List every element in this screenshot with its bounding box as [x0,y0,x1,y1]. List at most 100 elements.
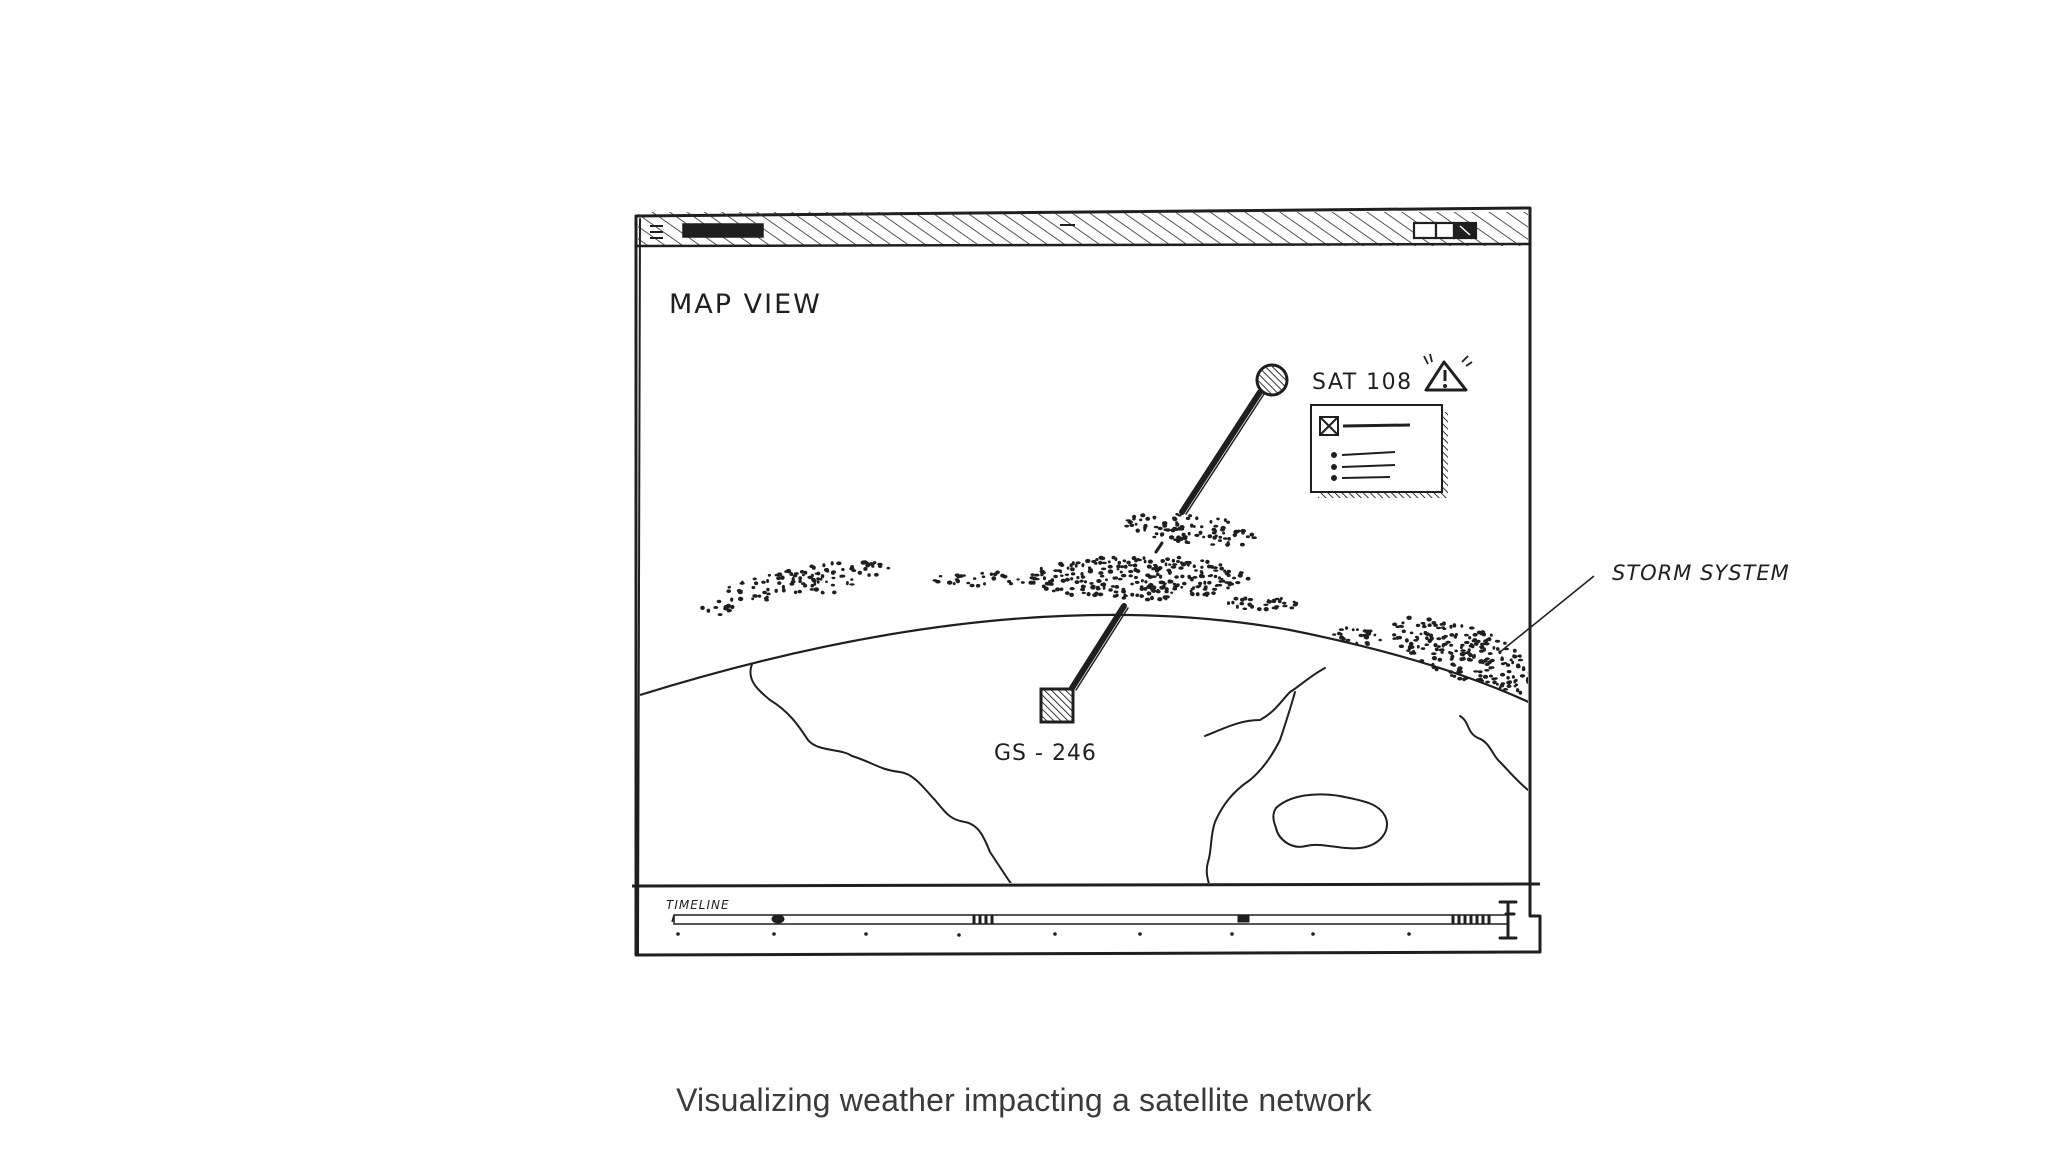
storm-dot [1151,575,1157,578]
storm-dot [1464,640,1470,645]
storm-dot [803,570,808,575]
storm-dot [1129,523,1135,527]
continent-outlines [749,663,1528,883]
storm-dot [1128,574,1133,578]
timeline-track[interactable] [671,914,1509,925]
storm-dot [1449,624,1453,629]
storm-dot [1406,649,1411,652]
storm-dot [1085,558,1091,564]
storm-dot [1271,606,1276,610]
storm-dot [1050,578,1055,583]
storm-dot [1143,527,1147,532]
storm-dot [1190,523,1194,528]
storm-dot [1233,596,1239,601]
card-close-icon[interactable] [1319,416,1339,436]
storm-dot [1473,641,1479,646]
storm-dot [1150,595,1154,601]
storm-dot [1101,556,1106,560]
storm-dot [1487,660,1492,665]
storm-dot [1155,589,1161,594]
storm-dot [1532,682,1536,685]
satellite-detail-card[interactable] [1310,404,1448,498]
storm-dot [1392,622,1398,627]
menu-icon[interactable] [650,225,663,239]
storm-dot [730,604,735,610]
storm-dot [1443,634,1448,638]
storm-dot [1075,561,1081,565]
storm-dot [799,570,805,574]
storm-dot [1203,580,1207,585]
storm-dot [730,597,734,602]
storm-dot [846,581,849,586]
storm-dot [1112,576,1116,580]
storm-dot [1460,643,1465,647]
storm-dot [1102,586,1106,590]
storm-dot [1541,666,1546,670]
storm-dot [1267,599,1270,603]
storm-dot [1150,587,1154,591]
storm-dot [1425,636,1429,641]
storm-dot [1135,593,1140,597]
storm-dot [1419,632,1423,636]
storm-dot [1187,531,1191,536]
storm-dot [851,569,857,573]
storm-dot [1449,643,1454,647]
address-bar[interactable] [682,223,764,238]
storm-dot [1500,672,1506,677]
window-controls[interactable] [1412,221,1478,240]
storm-dot [1526,679,1528,684]
storm-dot [1241,532,1245,535]
ground-station-marker[interactable] [1039,687,1075,724]
storm-dot [1182,581,1187,586]
storm-dot [781,584,786,590]
storm-dot [1471,639,1477,643]
storm-dot [874,572,879,577]
storm-dot [1401,629,1406,634]
storm-dot [1226,573,1231,578]
storm-dot [1459,646,1463,649]
storm-dot [1433,643,1438,648]
storm-dot [1292,600,1296,604]
storm-dot [797,589,802,594]
storm-dot [1175,538,1181,544]
timeline-panel: TIMELINE [631,882,1541,940]
storm-dot [1187,574,1191,580]
storm-dot [1373,633,1377,637]
storm-dot [1176,560,1180,563]
storm-dot [1172,582,1177,586]
storm-dot [1031,581,1036,585]
storm-dot [1527,672,1528,674]
storm-dot [1039,569,1046,575]
storm-dot [1126,560,1131,565]
storm-dot [1282,601,1287,605]
storm-dot [1251,536,1257,540]
storm-dot [1542,678,1546,681]
storm-dot [792,574,798,578]
storm-dot [860,560,867,565]
storm-dot [1176,555,1182,560]
storm-dot [1097,592,1104,597]
storm-dot [1059,563,1065,568]
storm-dot [1256,607,1262,612]
storm-dot [1245,535,1250,539]
timeline-playhead[interactable] [1498,900,1518,940]
storm-dot [1338,628,1344,631]
storm-dot [1213,524,1219,528]
storm-dot [1132,517,1136,521]
storm-dot [831,576,836,580]
storm-dot [1500,657,1504,661]
storm-dot [1519,674,1526,678]
maximize-button[interactable] [1434,221,1456,240]
storm-dot [1182,536,1188,541]
storm-dot [1096,579,1102,583]
storm-dot [1164,562,1168,567]
storm-dot [1207,580,1212,585]
storm-dot [1538,675,1542,677]
storm-dot [780,575,785,580]
minimize-button[interactable] [1412,221,1438,240]
storm-dot [751,597,755,601]
satellite-marker[interactable] [1255,363,1289,397]
storm-dot [1213,574,1218,579]
storm-dot [781,588,786,593]
warning-triangle-icon[interactable] [1423,353,1473,392]
